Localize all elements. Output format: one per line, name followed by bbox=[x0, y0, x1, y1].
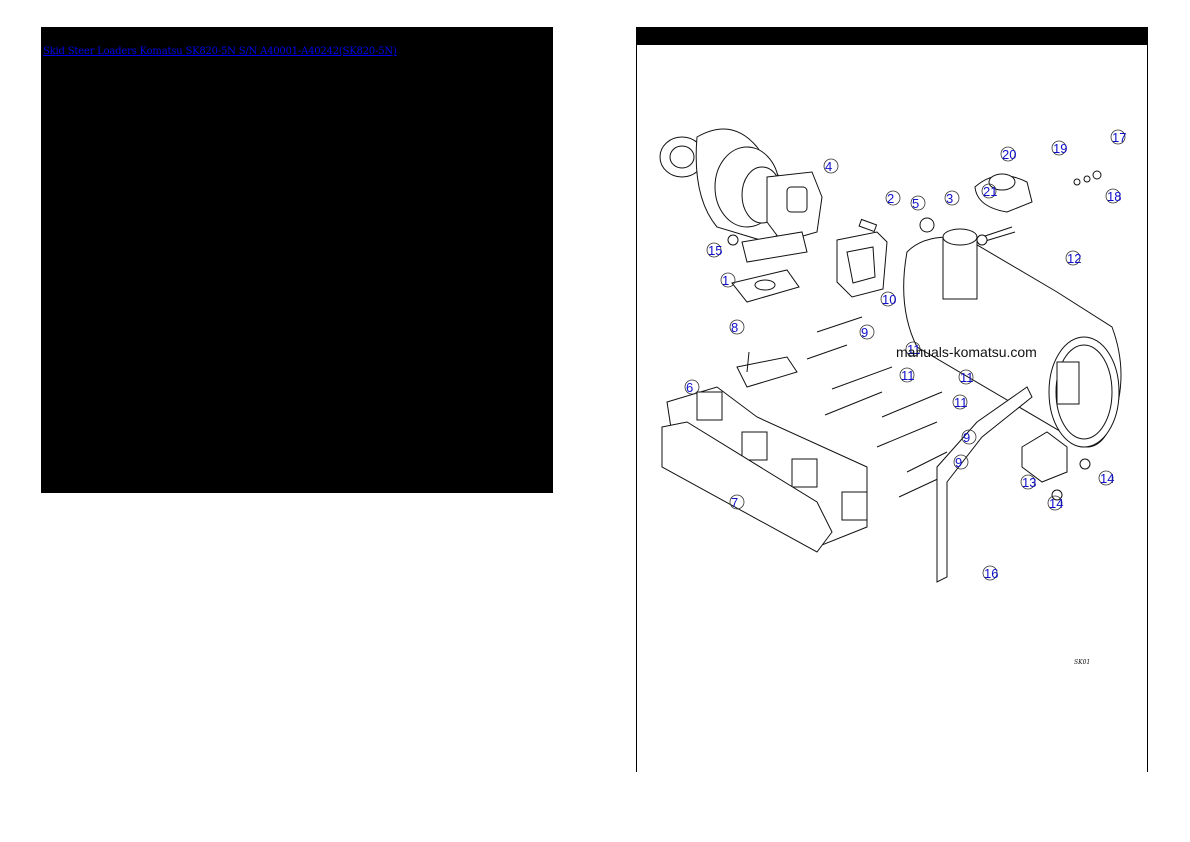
svg-text:14: 14 bbox=[1100, 471, 1114, 486]
bolts bbox=[806, 316, 948, 498]
svg-text:6: 6 bbox=[686, 380, 693, 395]
svg-text:5: 5 bbox=[912, 196, 919, 211]
callout-18: 18 bbox=[1105, 188, 1121, 204]
gasket-1 bbox=[731, 269, 800, 303]
svg-text:16: 16 bbox=[984, 566, 998, 581]
svg-text:18: 18 bbox=[1107, 189, 1121, 204]
callout-14: 14 bbox=[1047, 495, 1063, 511]
callout-1: 1 bbox=[720, 272, 736, 288]
svg-text:2: 2 bbox=[887, 191, 894, 206]
left-panel: Skid Steer Loaders Komatsu SK820-5N S/N … bbox=[41, 27, 553, 493]
svg-text:21: 21 bbox=[983, 184, 997, 199]
breadcrumb: Skid Steer Loaders Komatsu SK820-5N S/N … bbox=[43, 46, 397, 57]
callout-16: 16 bbox=[982, 565, 998, 581]
svg-text:15: 15 bbox=[708, 243, 722, 258]
svg-text:10: 10 bbox=[882, 292, 896, 307]
svg-text:12: 12 bbox=[1067, 251, 1081, 266]
callout-11: 11 bbox=[905, 341, 921, 357]
svg-text:9: 9 bbox=[861, 325, 868, 340]
callout-21: 21 bbox=[981, 183, 997, 199]
svg-text:8: 8 bbox=[731, 320, 738, 335]
svg-text:9: 9 bbox=[955, 455, 962, 470]
svg-text:13: 13 bbox=[1022, 475, 1036, 490]
page-header-bar bbox=[637, 27, 1147, 45]
svg-text:19: 19 bbox=[1053, 141, 1067, 156]
callout-4: 4 bbox=[823, 158, 839, 174]
svg-text:20: 20 bbox=[1002, 147, 1016, 162]
callout-9: 9 bbox=[953, 454, 969, 470]
svg-text:11: 11 bbox=[960, 370, 974, 385]
svg-text:1: 1 bbox=[722, 273, 729, 288]
callout-6: 6 bbox=[684, 379, 700, 395]
svg-text:17: 17 bbox=[1112, 130, 1126, 145]
callout-20: 20 bbox=[1000, 146, 1016, 162]
callout-5: 5 bbox=[910, 195, 926, 211]
callout-13: 13 bbox=[1020, 474, 1036, 490]
callout-11: 11 bbox=[899, 367, 915, 383]
svg-text:11: 11 bbox=[907, 342, 921, 357]
callout-17: 17 bbox=[1110, 129, 1126, 145]
turbocharger-drawing bbox=[659, 128, 823, 263]
callout-9: 9 bbox=[859, 324, 875, 340]
callout-9: 9 bbox=[961, 429, 977, 445]
callout-2: 2 bbox=[885, 190, 901, 206]
svg-text:4: 4 bbox=[825, 159, 832, 174]
watermark-text: manuals-komatsu.com bbox=[896, 344, 1037, 360]
callout-14: 14 bbox=[1098, 470, 1114, 486]
callout-3: 3 bbox=[944, 190, 960, 206]
svg-text:7: 7 bbox=[731, 495, 738, 510]
svg-text:9: 9 bbox=[963, 430, 970, 445]
callout-12: 12 bbox=[1065, 250, 1081, 266]
callout-11: 11 bbox=[958, 369, 974, 385]
svg-text:3: 3 bbox=[946, 191, 953, 206]
callout-15: 15 bbox=[706, 242, 722, 258]
link-category[interactable]: Skid Steer Loaders Komatsu bbox=[43, 46, 183, 57]
svg-text:11: 11 bbox=[954, 395, 968, 410]
svg-text:11: 11 bbox=[901, 368, 915, 383]
callout-7: 7 bbox=[729, 494, 745, 510]
callout-11: 11 bbox=[952, 394, 968, 410]
callout-19: 19 bbox=[1051, 140, 1067, 156]
figure-code: SK01 bbox=[1074, 659, 1090, 666]
svg-text:14: 14 bbox=[1049, 496, 1063, 511]
link-model[interactable]: SK820-5N S/N A40001-A40242(SK820-5N) bbox=[185, 46, 397, 57]
callout-10: 10 bbox=[880, 291, 896, 307]
callout-8: 8 bbox=[729, 319, 745, 335]
